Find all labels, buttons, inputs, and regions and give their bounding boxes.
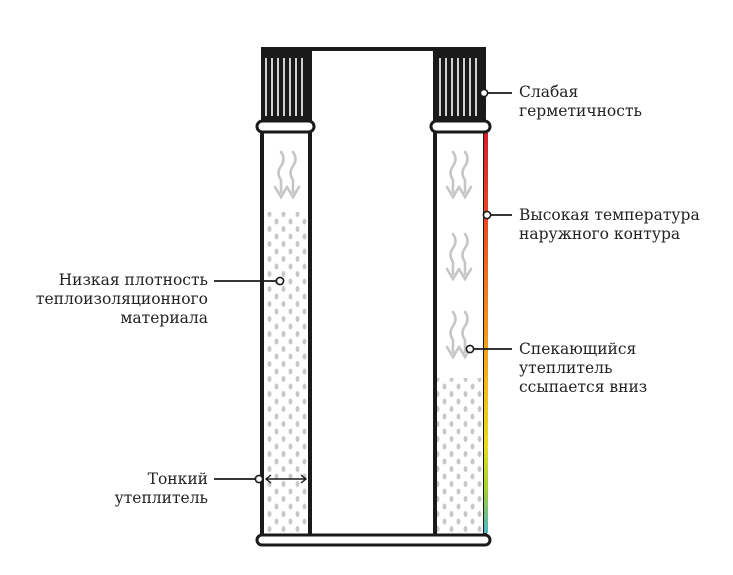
outer-casing-left-wall bbox=[260, 128, 264, 538]
label-sintering-line2: утеплитель bbox=[519, 359, 613, 377]
insulation-right-fill bbox=[437, 378, 483, 534]
bottom-base bbox=[255, 533, 492, 547]
label-low-density-line3: материала bbox=[120, 309, 208, 327]
leader-thin-insulation bbox=[214, 474, 264, 484]
label-weak-seal-line1: Слабая bbox=[519, 83, 579, 101]
inner-liner-right-wall bbox=[433, 49, 437, 539]
inner-liner-left-wall bbox=[308, 49, 312, 539]
leader-high-temp bbox=[482, 210, 512, 220]
label-high-temp: Высокая температура наружного контура bbox=[519, 206, 700, 244]
insulation-left-fill bbox=[265, 212, 308, 534]
down-arrows-right-3 bbox=[445, 310, 473, 360]
top-rim bbox=[261, 47, 486, 51]
label-weak-seal-line2: герметичность bbox=[519, 102, 642, 120]
label-sintering-line3: ссыпается вниз bbox=[519, 378, 648, 396]
label-high-temp-line1: Высокая температура bbox=[519, 206, 700, 224]
heat-gradient-strip bbox=[484, 133, 488, 533]
label-low-density-line1: Низкая плотность bbox=[58, 271, 208, 289]
label-thin-insulation: Тонкий утеплитель bbox=[115, 470, 208, 508]
label-sintering: Спекающийся утеплитель ссыпается вниз bbox=[519, 340, 647, 397]
down-arrows-left-top bbox=[273, 150, 301, 200]
label-high-temp-line2: наружного контура bbox=[519, 225, 681, 243]
leader-sintering bbox=[465, 344, 512, 354]
top-cap-right bbox=[434, 49, 486, 123]
down-arrows-right-1 bbox=[445, 150, 473, 200]
label-thin-insulation-line1: Тонкий bbox=[147, 470, 208, 488]
thickness-dimension-arrow bbox=[264, 474, 308, 484]
seal-ring-left bbox=[255, 119, 316, 134]
label-sintering-line1: Спекающийся bbox=[519, 340, 637, 358]
top-cap-left bbox=[261, 49, 311, 123]
seal-ring-right bbox=[429, 119, 492, 134]
leader-low-density bbox=[214, 276, 285, 286]
label-low-density: Низкая плотность теплоизоляционного мате… bbox=[36, 271, 208, 328]
label-low-density-line2: теплоизоляционного bbox=[35, 290, 208, 308]
down-arrows-right-2 bbox=[445, 232, 473, 282]
label-thin-insulation-line2: утеплитель bbox=[114, 489, 208, 507]
leader-weak-seal bbox=[479, 88, 512, 98]
label-weak-seal: Слабая герметичность bbox=[519, 83, 642, 121]
